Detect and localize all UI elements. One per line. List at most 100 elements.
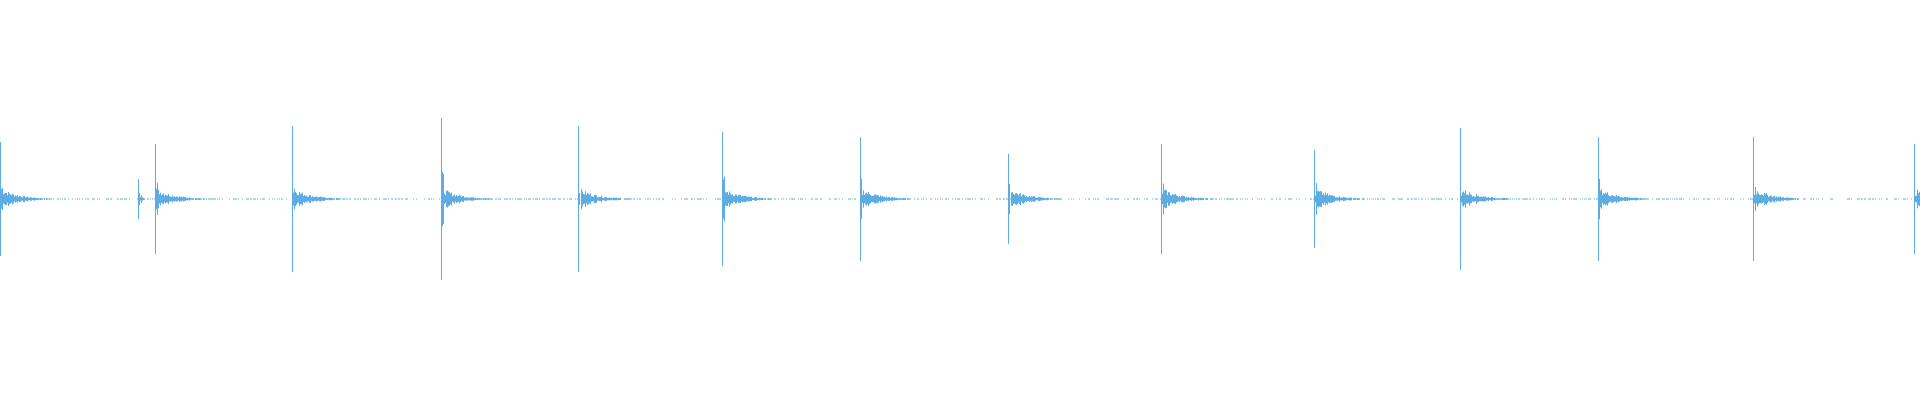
- waveform-sample: [1161, 144, 1162, 254]
- waveform-sample: [1011, 192, 1012, 206]
- waveform-sample: [1873, 198, 1874, 200]
- waveform-sample: [1037, 197, 1038, 201]
- waveform-sample: [1118, 198, 1119, 200]
- waveform-sample: [204, 198, 205, 200]
- waveform-sample: [1313, 198, 1314, 200]
- waveform-sample: [1031, 196, 1032, 202]
- waveform-sample: [955, 198, 956, 200]
- waveform-sample: [789, 198, 790, 200]
- waveform-sample: [1658, 198, 1659, 200]
- waveform-sample: [560, 198, 561, 200]
- waveform-sample: [37, 197, 38, 201]
- waveform-sample: [1707, 198, 1708, 200]
- waveform-sample: [1097, 198, 1098, 200]
- waveform-sample: [1663, 198, 1664, 200]
- waveform-sample: [1818, 198, 1819, 200]
- waveform-sample: [1212, 198, 1213, 200]
- waveform-sample: [895, 197, 896, 201]
- waveform-sample: [917, 198, 918, 200]
- waveform-sample: [1541, 198, 1542, 200]
- waveform-sample: [416, 198, 417, 200]
- waveform-sample: [1050, 198, 1051, 200]
- waveform-sample: [343, 198, 344, 200]
- waveform-sample: [498, 198, 499, 200]
- waveform-sample: [1554, 198, 1555, 200]
- waveform-sample: [1536, 198, 1537, 200]
- waveform-sample: [1666, 198, 1667, 200]
- waveform-sample: [137, 198, 138, 200]
- waveform-sample: [728, 194, 729, 204]
- waveform-sample: [201, 198, 202, 200]
- waveform-sample: [453, 195, 454, 203]
- waveform-sample: [744, 195, 745, 203]
- waveform-sample: [883, 196, 884, 202]
- waveform-sample: [1350, 197, 1351, 201]
- waveform-sample: [338, 198, 339, 200]
- waveform-sample: [1378, 198, 1379, 200]
- waveform-sample: [1550, 198, 1551, 200]
- waveform-sample: [539, 198, 540, 200]
- waveform-sample: [337, 198, 338, 200]
- waveform-sample: [1195, 197, 1196, 201]
- waveform-sample: [1024, 195, 1025, 203]
- waveform-sample: [1348, 198, 1349, 200]
- waveform-sample: [918, 198, 919, 200]
- waveform-sample: [969, 198, 970, 200]
- waveform-sample: [183, 196, 184, 202]
- waveform-sample: [1199, 198, 1200, 200]
- waveform-sample: [1261, 198, 1262, 200]
- waveform-sample: [1320, 191, 1321, 207]
- waveform-sample: [1098, 198, 1099, 200]
- waveform-sample: [1438, 198, 1439, 200]
- waveform-sample: [324, 197, 325, 201]
- waveform-sample: [117, 198, 118, 200]
- waveform-sample: [1407, 198, 1408, 200]
- waveform-sample: [1466, 194, 1467, 204]
- waveform-sample: [333, 198, 334, 200]
- waveform-sample: [375, 198, 376, 200]
- waveform-sample: [1552, 198, 1553, 200]
- waveform-sample: [485, 198, 486, 200]
- waveform-sample: [1575, 198, 1576, 200]
- waveform-sample: [1310, 198, 1311, 200]
- waveform-sample: [1465, 190, 1466, 208]
- waveform-sample: [1027, 196, 1028, 202]
- waveform-sample: [1439, 198, 1440, 200]
- waveform-sample: [1763, 195, 1764, 203]
- waveform-sample: [1696, 198, 1697, 200]
- waveform-sample: [1645, 198, 1646, 200]
- waveform-sample: [154, 198, 155, 200]
- waveform-sample: [1247, 198, 1248, 200]
- waveform-sample: [1870, 198, 1871, 200]
- waveform-sample: [571, 198, 572, 200]
- waveform-sample: [200, 198, 201, 200]
- waveform-sample: [757, 198, 758, 200]
- waveform-sample: [1322, 194, 1323, 204]
- waveform-sample: [148, 198, 149, 200]
- waveform-sample: [1341, 197, 1342, 201]
- waveform-sample: [292, 126, 293, 272]
- waveform-sample: [298, 195, 299, 203]
- waveform-sample: [703, 198, 704, 200]
- waveform-sample: [1914, 144, 1915, 254]
- waveform-sample: [877, 195, 878, 203]
- waveform-sample: [626, 198, 627, 200]
- waveform-sample: [192, 198, 193, 200]
- waveform-sample: [1232, 198, 1233, 200]
- waveform-sample: [1523, 198, 1524, 200]
- waveform-sample: [586, 194, 587, 204]
- waveform-sample: [770, 198, 771, 200]
- waveform-sample: [903, 197, 904, 201]
- waveform-sample: [1139, 198, 1140, 200]
- waveform-sample: [28, 197, 29, 201]
- waveform-sample: [1012, 192, 1013, 206]
- waveform-sample: [302, 192, 303, 206]
- waveform-sample: [169, 196, 170, 202]
- waveform-sample: [1015, 193, 1016, 205]
- waveform-sample: [18, 196, 19, 202]
- waveform-sample: [1478, 196, 1479, 202]
- waveform-sample: [1621, 196, 1622, 202]
- waveform-sample: [254, 198, 255, 200]
